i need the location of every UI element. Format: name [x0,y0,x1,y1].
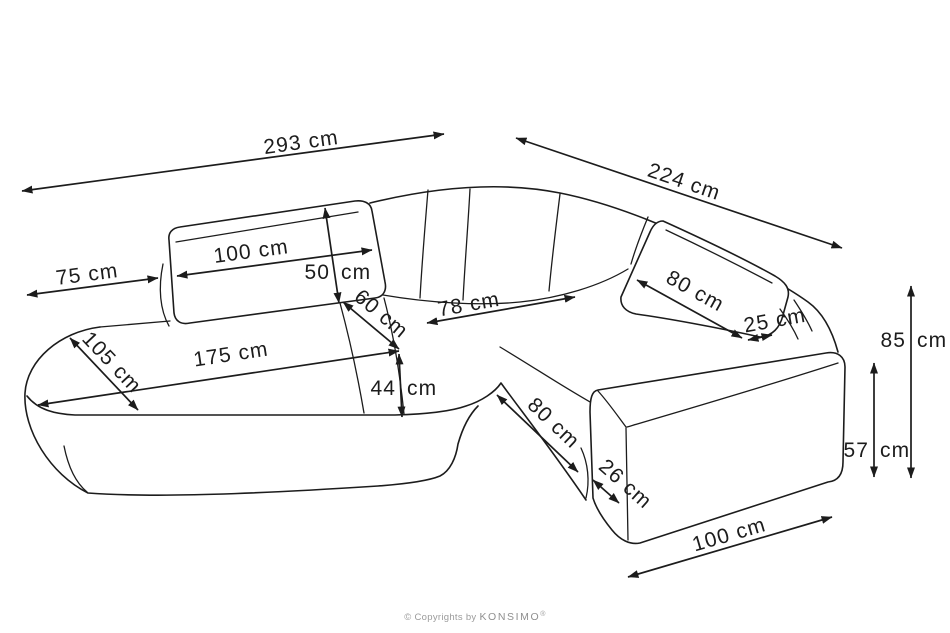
back-frame-panel-a [779,308,799,340]
back-frame-panel-b [793,299,813,332]
dim-label: 75 cm [55,259,120,290]
chaise-cap-seam [63,445,88,493]
seat-front-lens [580,447,589,499]
dim-corner-inner-width: 78 cm [426,288,576,326]
dim-label-value: 44 [370,377,396,400]
dim-backrest-armrest-gap-arrow [747,333,773,342]
armrest-top-front-edge [626,362,839,428]
dim-armrest-width-arrow [592,479,620,504]
dim-overall-depth-arrow [515,137,843,249]
dim-label: 175 cm [192,338,270,372]
back-seam-2 [462,188,471,301]
dim-seat-height: 44 cm [370,353,437,418]
dim-label-value: 57 [843,439,869,462]
dim-armrest-length-arrow [627,516,833,578]
dim-corner-seat-depth-arrow [342,301,400,350]
back-seam-3 [548,193,561,292]
dim-right-backrest-width-arrow [636,279,743,339]
dim-right-seat-depth-arrow [496,394,579,473]
dim-overall-height: 85 cm [880,285,947,479]
dim-corner-inner-width-arrow [426,294,576,326]
dim-left-backrest-height-arrow [322,207,342,304]
copyright-footer: © Copyrights by KONSIMO® [0,611,950,623]
dim-overall-width: 293 cm [21,126,445,194]
dim-label-unit: cm [880,439,910,462]
dim-label: 80 cm [523,393,584,453]
dim-label-value: 85 [880,329,906,352]
armrest-outline [589,351,846,545]
dim-label: 105 cm [77,327,146,398]
armrest-corner-edge [597,390,627,428]
chaise-outline [24,326,479,496]
dim-seat-height-arrow [395,353,406,418]
dim-label-unit: cm [917,329,947,352]
dim-armrest-height: 57 cm [843,362,910,478]
dim-right-seat-depth: 80 cm [496,393,584,473]
dim-chaise-depth: 105 cm [69,327,146,411]
registered-trademark-symbol: ® [540,610,546,618]
left-backrest-side-panel [159,263,170,327]
sofa-line-art [24,186,846,545]
dim-label: 224 cm [645,159,724,205]
dim-label-unit: cm [407,377,437,400]
dim-label: 293 cm [262,126,340,159]
dim-overall-width-arrow [21,131,445,194]
back-seam-1 [419,189,429,299]
dim-label-value: 50 [304,261,330,284]
copyright-text: © Copyrights by [404,612,477,623]
chaise-back-edge [99,320,171,328]
right-seat-cushion-edge [499,346,600,408]
brand-wordmark: KONSIMO [479,611,541,623]
dim-label-unit: cm [341,261,371,284]
dim-chaise-length-arrow [37,348,400,408]
dim-left-backrest-height: 50 cm [304,207,371,304]
dim-left-arm-to-backrest: 75 cm [26,259,159,298]
dim-left-arm-to-backrest-arrow [26,275,159,298]
